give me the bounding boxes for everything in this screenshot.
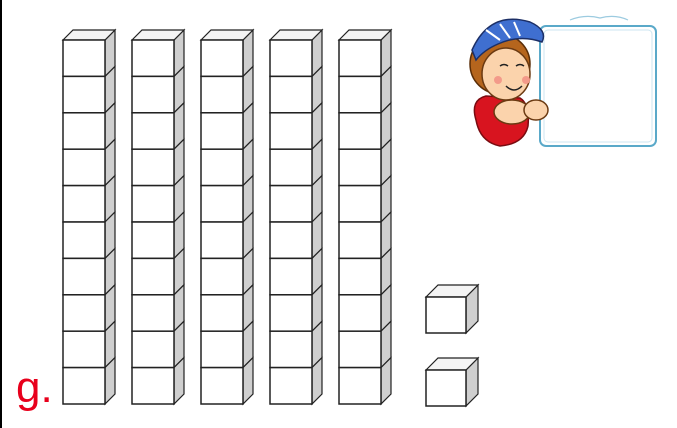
- tens-rod: [270, 30, 322, 404]
- tens-rod: [201, 30, 253, 404]
- mascot-answer-card: [470, 16, 656, 146]
- rod-unit-cube: [63, 30, 115, 76]
- tens-rod: [132, 30, 184, 404]
- rod-unit-cube: [270, 30, 322, 76]
- tens-rod: [63, 30, 115, 404]
- answer-box[interactable]: [540, 26, 656, 146]
- tens-rod: [339, 30, 391, 404]
- rod-unit-cube: [201, 30, 253, 76]
- tens-rods-group: [63, 30, 391, 404]
- rod-unit-cube: [339, 30, 391, 76]
- rod-unit-cube: [132, 30, 184, 76]
- ones-cubes-group: [426, 285, 478, 406]
- ones-cube: [426, 285, 478, 333]
- ones-cube: [426, 358, 478, 406]
- problem-label: g.: [16, 366, 53, 410]
